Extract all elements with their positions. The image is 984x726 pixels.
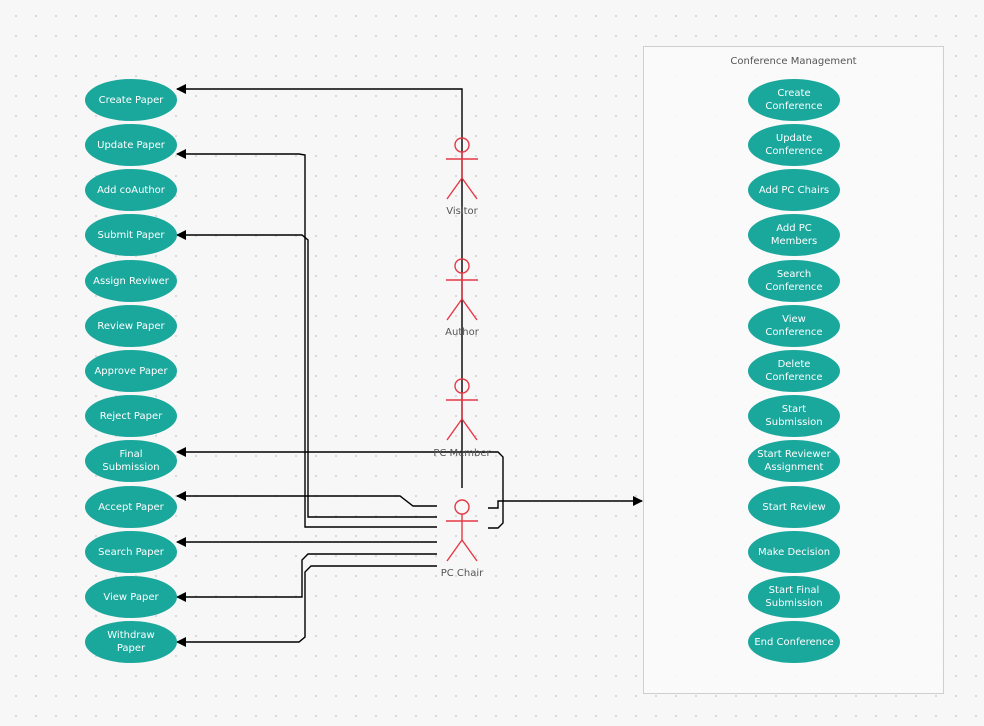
use-case-reject-paper[interactable]: Reject Paper (85, 395, 177, 437)
use-case-accept-paper[interactable]: Accept Paper (85, 486, 177, 528)
connector-create-paper (176, 84, 463, 488)
use-case-submit-paper[interactable]: Submit Paper (85, 214, 177, 256)
use-case-start-review[interactable]: Start Review (748, 486, 840, 528)
use-case-approve-paper[interactable]: Approve Paper (85, 350, 177, 392)
visitor-label: Visitor (446, 206, 478, 217)
use-case-add-coauthor[interactable]: Add coAuthor (85, 169, 177, 211)
use-case-search-conference[interactable]: Search Conference (748, 260, 840, 302)
use-case-view-conference[interactable]: View Conference (748, 305, 840, 347)
connector-view-paper (176, 553, 437, 602)
use-case-update-conference[interactable]: Update Conference (748, 124, 840, 166)
connector-accept-paper (176, 491, 437, 507)
connector-update-paper (176, 149, 437, 528)
pc-chair-label: PC Chair (440, 568, 484, 579)
pc-member-label: PC Member (433, 448, 491, 459)
use-case-delete-conference[interactable]: Delete Conference (748, 350, 840, 392)
use-case-add-pc-members[interactable]: Add PC Members (748, 214, 840, 256)
use-case-start-reviewer-assignment[interactable]: Start Reviewer Assignment (748, 440, 840, 482)
use-case-start-submission[interactable]: Start Submission (748, 395, 840, 437)
pc-member-actor-icon[interactable] (442, 374, 482, 442)
use-case-create-conference[interactable]: Create Conference (748, 79, 840, 121)
visitor-actor-icon[interactable] (442, 133, 482, 201)
use-case-final-submission[interactable]: Final Submission (85, 440, 177, 482)
use-case-start-final-submission[interactable]: Start Final Submission (748, 576, 840, 618)
use-case-review-paper[interactable]: Review Paper (85, 305, 177, 347)
connector-submit-paper (176, 230, 437, 518)
use-case-view-paper[interactable]: View Paper (85, 576, 177, 618)
author-actor-icon[interactable] (442, 254, 482, 322)
connector-withdraw-paper (176, 565, 437, 647)
system-title: Conference Management (730, 56, 857, 67)
connector-conference-management (488, 496, 643, 509)
use-case-add-pc-chairs[interactable]: Add PC Chairs (748, 169, 840, 211)
use-case-withdraw-paper[interactable]: Withdraw Paper (85, 621, 177, 663)
use-case-make-decision[interactable]: Make Decision (748, 531, 840, 573)
use-case-assign-reviewer[interactable]: Assign Reviwer (85, 260, 177, 302)
use-case-create-paper[interactable]: Create Paper (85, 79, 177, 121)
connector-final-submission (176, 447, 504, 529)
use-case-search-paper[interactable]: Search Paper (85, 531, 177, 573)
pc-chair-actor-icon[interactable] (442, 495, 482, 563)
use-case-end-conference[interactable]: End Conference (748, 621, 840, 663)
use-case-update-paper[interactable]: Update Paper (85, 124, 177, 166)
author-label: Author (445, 327, 479, 338)
